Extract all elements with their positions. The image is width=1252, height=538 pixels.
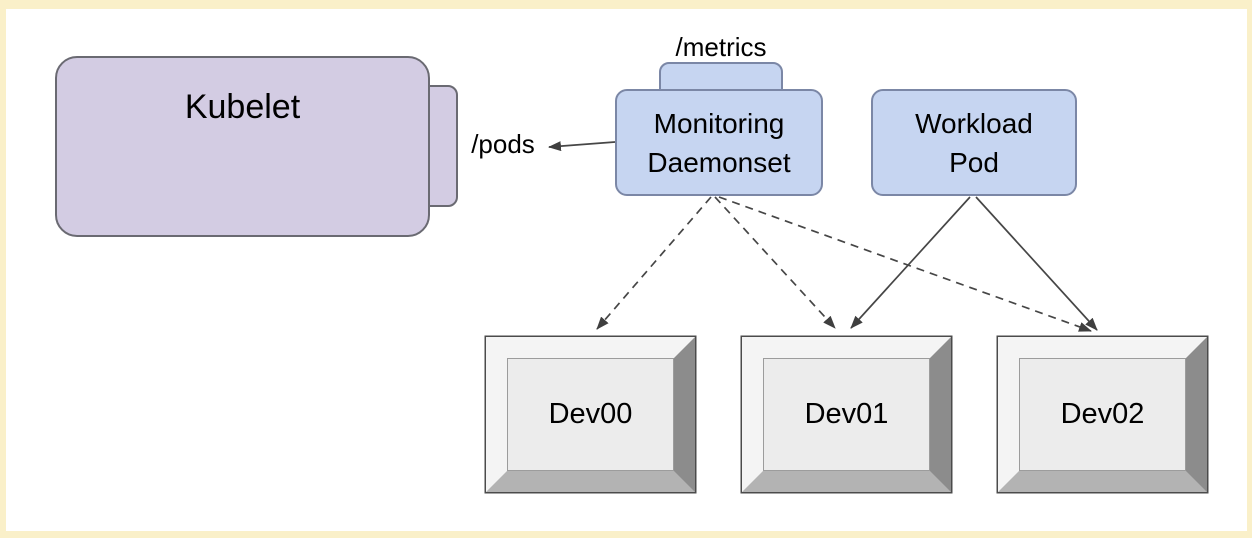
kubelet-node: Kubelet (55, 56, 430, 237)
device-face: Dev00 (507, 358, 674, 471)
metrics-endpoint-label: /metrics (675, 32, 767, 62)
pods-endpoint-label: /pods (471, 129, 535, 159)
kubelet-label: Kubelet (184, 88, 301, 126)
device-face: Dev01 (763, 358, 930, 471)
device-face: Dev02 (1019, 358, 1186, 471)
device-node-dev02: Dev02 (998, 337, 1207, 492)
device-node-dev00: Dev00 (486, 337, 695, 492)
workload-pod-node: Workload Pod (871, 89, 1077, 196)
device-label: Dev01 (804, 398, 889, 430)
workload-pod-label-line1: Workload (915, 107, 1033, 139)
device-label: Dev00 (548, 398, 633, 430)
device-node-dev01: Dev01 (742, 337, 951, 492)
workload-pod-label-line2: Pod (949, 146, 999, 178)
device-label: Dev02 (1060, 398, 1145, 430)
monitoring-daemonset-node: Monitoring Daemonset (615, 89, 823, 196)
monitoring-daemonset-label-line1: Monitoring (653, 107, 785, 139)
monitoring-daemonset-label-line2: Daemonset (647, 146, 791, 178)
